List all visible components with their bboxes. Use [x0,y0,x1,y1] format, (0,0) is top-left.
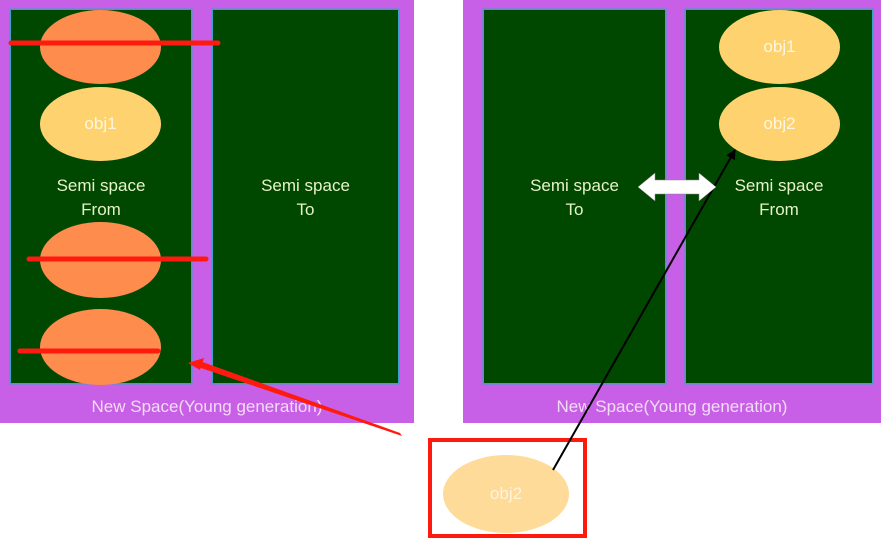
dead-object-1 [40,10,161,84]
right-from-semi-space: obj1 obj2 Semi space From [686,10,872,383]
right-new-space-panel: Semi space To obj1 obj2 Semi space From … [463,0,881,423]
left-new-space-panel: obj1 Semi space From Semi space To New S… [0,0,414,423]
left-from-space-label: Semi space From [56,176,146,219]
left-new-space-caption: New Space(Young generation) [91,397,323,416]
left-to-semi-space: Semi space To [213,10,398,383]
right-obj1-label: obj1 [763,37,796,56]
dead-object-3 [40,309,161,385]
left-from-semi-space: obj1 Semi space From [11,10,191,385]
new-object-highlight-box [428,438,587,538]
right-obj2-label: obj2 [763,114,796,133]
right-from-space-label: Semi space From [734,176,824,219]
new-obj2-ellipse: obj2 [443,455,569,533]
left-to-space-label: Semi space To [261,176,350,219]
right-to-semi-space: Semi space To [484,10,665,383]
obj1-label: obj1 [84,114,117,133]
right-obj1-ellipse: obj1 [719,10,840,84]
right-obj2-ellipse: obj2 [719,87,840,161]
dead-object-2 [40,222,161,298]
new-obj2-label: obj2 [489,484,523,503]
obj1-ellipse: obj1 [40,87,161,161]
right-new-space-caption: New Space(Young generation) [556,397,788,416]
right-to-space-label: Semi space To [530,176,619,219]
